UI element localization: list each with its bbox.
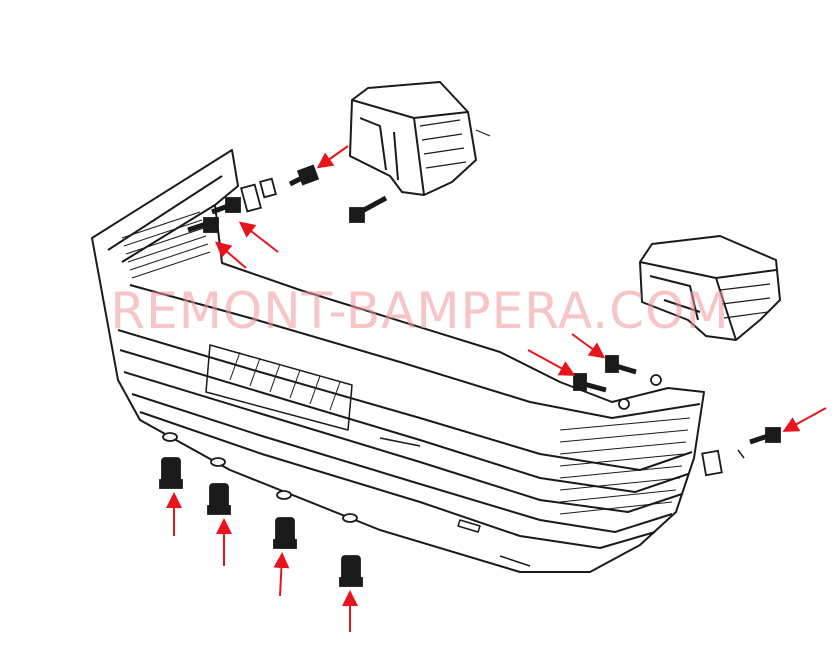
right-fasteners <box>573 355 781 477</box>
bolt-right-lower <box>573 373 630 410</box>
bumper-top-edge <box>107 175 701 419</box>
bolt-upper-left-1 <box>211 197 241 215</box>
upper-fasteners <box>187 164 388 233</box>
bumper-inner-shading <box>121 211 211 279</box>
bumper-center-recess <box>205 344 353 431</box>
indicator-arrows <box>166 145 827 632</box>
bolt-upper-right <box>288 164 320 187</box>
clip-far-right <box>701 449 723 477</box>
bumper-bracket-right <box>639 235 781 341</box>
nut-upper <box>259 177 277 199</box>
clip-upper <box>240 183 262 213</box>
lower-bolt-3 <box>273 490 297 549</box>
lower-fasteners <box>159 432 363 587</box>
bumper-rib <box>119 349 689 493</box>
bumper-rib <box>131 393 673 533</box>
bumper-right-grille <box>559 417 691 515</box>
arrow-right-upper <box>571 333 606 359</box>
bolt-right-upper <box>605 355 662 386</box>
bolt-far-right <box>737 427 781 459</box>
bumper-rib <box>139 411 656 549</box>
bumper-rib <box>117 329 693 471</box>
bumper-center-hatch <box>229 351 341 411</box>
lower-bolt-4 <box>339 513 363 587</box>
arrow-bolt-left-1 <box>238 221 279 253</box>
arrow-far-right <box>782 407 827 432</box>
arrow-lower-3 <box>273 552 290 597</box>
bumper-rib <box>123 371 683 513</box>
arrow-bolt-left-2 <box>214 241 247 269</box>
bumper-bracket-left <box>349 81 491 196</box>
bolt-upper-left-2 <box>187 217 219 233</box>
lower-bolt-2 <box>207 457 231 515</box>
arrow-right-lower <box>527 349 576 376</box>
bumper-lower-detail <box>379 437 531 567</box>
lower-bolt-1 <box>159 432 183 489</box>
arrow-upper-bolt <box>316 145 349 169</box>
bolt-under-bracket <box>349 195 388 223</box>
